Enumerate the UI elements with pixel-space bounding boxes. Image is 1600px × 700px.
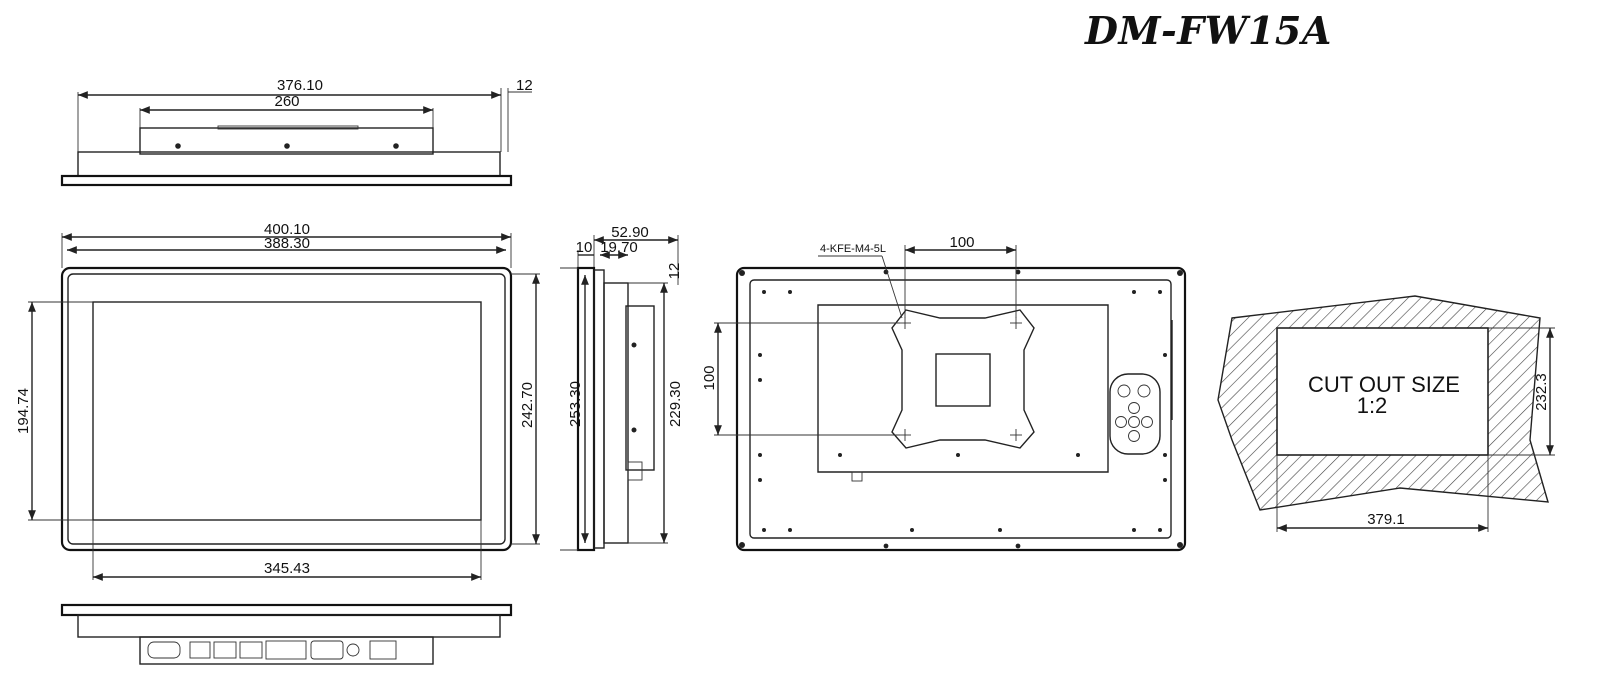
front-frame-height: 242.70 bbox=[519, 382, 536, 428]
side-lip: 12 bbox=[666, 263, 683, 280]
cutout-label-line2: 1:2 bbox=[1357, 393, 1388, 418]
rear-vesa-vertical: 100 bbox=[701, 365, 718, 390]
top-bracket-width: 260 bbox=[274, 93, 299, 110]
cutout-width: 379.1 bbox=[1367, 511, 1405, 528]
top-overall-width: 376.10 bbox=[277, 77, 323, 94]
top-bezel-thickness: 12 bbox=[516, 77, 533, 94]
front-inner-width: 388.30 bbox=[264, 235, 310, 252]
model-title: DM-FW15A bbox=[1085, 8, 1332, 53]
side-outer-height: 253.30 bbox=[567, 381, 584, 427]
top-view: 376.10 260 12 bbox=[60, 77, 533, 187]
rear-view: 4-KFE-M4-5L 100 100 bbox=[701, 234, 1187, 552]
osd-keypad bbox=[1109, 373, 1161, 455]
side-total-depth: 52.90 bbox=[611, 224, 649, 241]
cutout-label-line1: CUT OUT SIZE bbox=[1308, 372, 1460, 397]
side-bezel-depth: 10 bbox=[576, 239, 593, 256]
front-view: 400.10 388.30 194.74 242.70 345.43 bbox=[15, 221, 540, 581]
side-body-depth: 19.70 bbox=[600, 239, 638, 256]
rear-screw-label: 4-KFE-M4-5L bbox=[820, 243, 886, 255]
cutout-view: CUT OUT SIZE 1:2 379.1 232.3 bbox=[1217, 295, 1555, 532]
side-inner-height: 229.30 bbox=[667, 381, 684, 427]
bottom-view bbox=[60, 603, 513, 665]
front-display-height: 194.74 bbox=[15, 388, 32, 434]
side-view: 52.90 10 19.70 12 253.30 229.30 bbox=[560, 224, 684, 552]
front-display-width: 345.43 bbox=[264, 560, 310, 577]
io-ports bbox=[147, 640, 397, 660]
rear-vesa-horizontal: 100 bbox=[949, 234, 974, 251]
front-outer-width: 400.10 bbox=[264, 221, 310, 238]
cutout-height: 232.3 bbox=[1533, 373, 1550, 411]
